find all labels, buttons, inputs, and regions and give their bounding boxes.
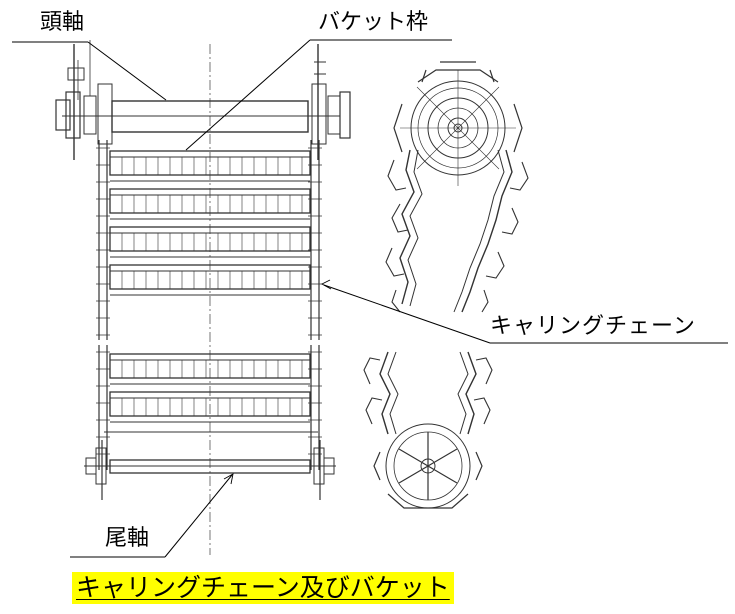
leader-tail-shaft	[70, 473, 234, 558]
leader-carrying-chain	[321, 279, 728, 344]
bucket-row	[109, 264, 311, 296]
label-carrying-chain: キャリングチェーン	[490, 314, 696, 339]
bucket-row	[109, 353, 311, 385]
chain-strand-left-lower	[96, 345, 110, 470]
chain-strand-left-upper	[96, 140, 110, 340]
leader-bucket-frame	[185, 39, 452, 151]
figure-caption: キャリングチェーン及びバケット	[72, 572, 454, 604]
leader-head-shaft	[12, 41, 167, 101]
chain-strand-right-upper	[308, 140, 322, 340]
tail-shaft-assembly	[84, 431, 336, 500]
label-bucket-frame: バケット枠	[318, 10, 429, 35]
head-shaft-assembly	[55, 40, 351, 160]
chain-strand-right-lower	[308, 345, 322, 470]
head-sprocket-side-view	[385, 61, 529, 313]
tail-sprocket-side-view	[363, 351, 493, 509]
bucket-row	[109, 150, 311, 182]
label-head-shaft: 頭軸	[40, 10, 85, 35]
label-tail-shaft: 尾軸	[105, 526, 150, 551]
bucket-row	[109, 188, 311, 220]
bucket-row	[109, 391, 311, 423]
bucket-row	[109, 226, 311, 258]
